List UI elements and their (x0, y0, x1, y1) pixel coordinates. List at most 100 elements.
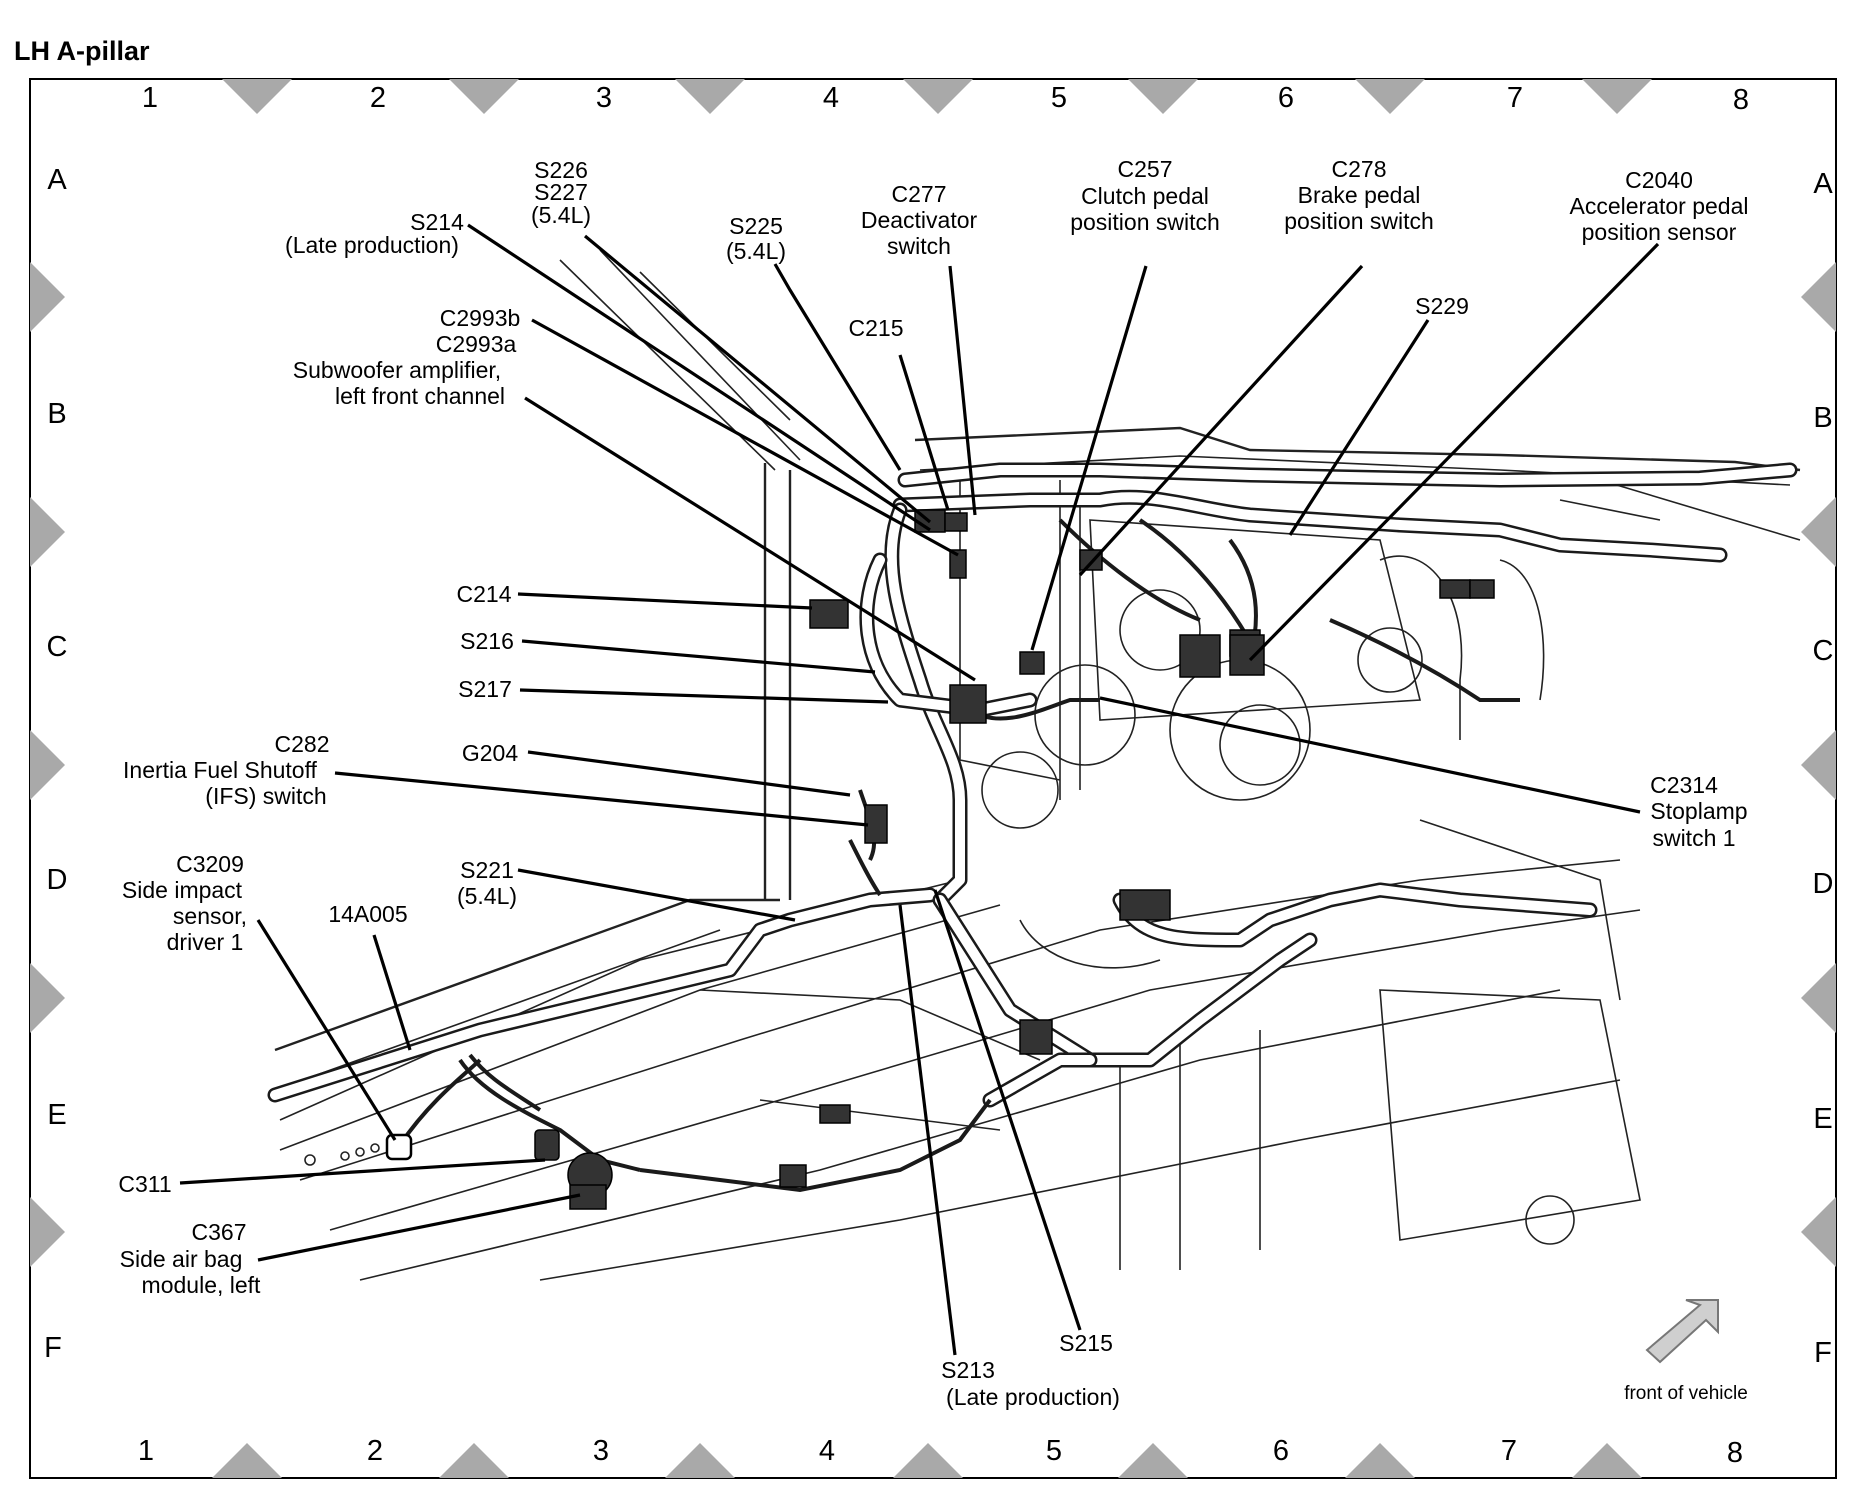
leader-s226 (583, 234, 932, 524)
col-label: 1 (138, 1435, 154, 1467)
col-label: 7 (1507, 82, 1523, 114)
vehicle-body-illustration (274, 249, 1801, 1281)
leader-s216 (521, 639, 876, 674)
leader-s215 (933, 889, 1082, 1331)
leader-s213 (898, 904, 957, 1356)
label-c282: C282 (275, 731, 330, 757)
grid-markers (30, 79, 1836, 1478)
label-g204: G204 (462, 740, 518, 766)
label-c278: C278 (1332, 156, 1387, 182)
page-title: LH A-pillar (14, 36, 150, 66)
label-s214-note: (Late production) (285, 232, 459, 258)
row-labels-left: A B C D E F (44, 164, 67, 1364)
col-label: 2 (367, 1435, 383, 1467)
label-c367: C367 (192, 1219, 247, 1245)
label-c214: C214 (457, 581, 512, 607)
row-label: D (47, 864, 68, 896)
row-label: C (47, 631, 68, 663)
column-labels-bottom: 1 2 3 4 5 6 7 8 (138, 1435, 1743, 1469)
label-c257: C257 (1118, 156, 1173, 182)
label-c3209: C3209 (176, 851, 244, 877)
label-c277: C277 (892, 181, 947, 207)
callout-labels: S226 S227 (5.4L) S214 (Late production) … (118, 156, 1748, 1410)
row-label: E (1813, 1103, 1832, 1135)
label-c367-desc2: module, left (142, 1272, 262, 1298)
row-label: A (1813, 168, 1833, 200)
label-s225-note: (5.4L) (726, 238, 786, 264)
col-label: 6 (1273, 1435, 1289, 1467)
leader-c215 (898, 354, 950, 511)
leader-c2993b (531, 318, 959, 557)
col-label: 1 (142, 82, 158, 114)
col-label: 5 (1046, 1435, 1062, 1467)
label-s213: S213 (941, 1357, 995, 1383)
leader-c2993a (524, 396, 976, 682)
label-c2040-desc2: position sensor (1582, 219, 1737, 245)
row-label: A (47, 164, 67, 196)
label-c215: C215 (849, 315, 904, 341)
col-label: 5 (1051, 82, 1067, 114)
leader-s221 (517, 868, 796, 922)
leader-c311 (179, 1158, 546, 1185)
label-c367-desc1: Side air bag (120, 1246, 243, 1272)
label-14a005: 14A005 (328, 901, 407, 927)
leader-c257 (1030, 265, 1148, 651)
leader-c214 (517, 592, 813, 610)
label-c2993a: C2993a (436, 331, 517, 357)
label-s221: S221 (460, 857, 514, 883)
leader-s229 (1288, 319, 1430, 536)
leader-s217 (519, 688, 889, 704)
col-label: 3 (593, 1435, 609, 1467)
label-s215: S215 (1059, 1330, 1113, 1356)
label-c282-desc1: Inertia Fuel Shutoff (123, 757, 318, 783)
row-label: F (44, 1332, 62, 1364)
label-c2314: C2314 (1650, 772, 1718, 798)
column-labels-top: 1 2 3 4 5 6 7 8 (142, 82, 1749, 116)
col-label: 6 (1278, 82, 1294, 114)
row-label: C (1813, 635, 1834, 667)
label-s225: S225 (729, 213, 783, 239)
label-c278-desc2: position switch (1284, 208, 1434, 234)
row-label: E (47, 1099, 66, 1131)
row-label: B (1813, 402, 1832, 434)
leader-s214 (467, 223, 931, 532)
label-c278-desc1: Brake pedal (1298, 182, 1421, 208)
label-c2993-desc1: Subwoofer amplifier, (293, 357, 501, 383)
col-label: 7 (1501, 1435, 1517, 1467)
leader-c367 (257, 1193, 581, 1262)
col-label: 8 (1733, 84, 1749, 116)
label-c257-desc2: position switch (1070, 209, 1220, 235)
leader-c278 (1078, 264, 1364, 577)
label-c311: C311 (118, 1171, 171, 1197)
leader-lines (179, 223, 1660, 1356)
front-of-vehicle-indicator: front of vehicle (1624, 1299, 1748, 1404)
leader-s225 (773, 263, 902, 471)
label-s227: S227 (534, 179, 588, 205)
leader-c277 (948, 265, 977, 516)
connectors (385, 509, 1495, 1210)
row-labels-right: A B C D E F (1813, 168, 1834, 1369)
label-c3209-desc2: sensor, (173, 903, 247, 929)
leader-14a005 (372, 934, 412, 1051)
label-s229: S229 (1415, 293, 1469, 319)
label-s226: S226 (534, 157, 588, 183)
label-c3209-desc3: driver 1 (167, 929, 244, 955)
label-c2993-desc2: left front channel (335, 383, 505, 409)
front-arrow-icon (1645, 1299, 1719, 1364)
front-of-vehicle-label: front of vehicle (1624, 1383, 1748, 1404)
row-label: B (47, 398, 66, 430)
label-c3209-desc1: Side impact (122, 877, 243, 903)
leader-c2040 (1248, 242, 1660, 662)
label-c2314-desc2: switch 1 (1652, 825, 1735, 851)
label-c282-desc2: (IFS) switch (205, 783, 326, 809)
label-c2314-desc1: Stoplamp (1650, 798, 1747, 824)
col-label: 2 (370, 82, 386, 114)
leader-g204 (527, 750, 851, 797)
col-label: 8 (1727, 1437, 1743, 1469)
leader-c282 (334, 771, 869, 827)
label-c2993b: C2993b (440, 305, 521, 331)
col-label: 3 (596, 82, 612, 114)
label-s216: S216 (460, 628, 514, 654)
label-c277-desc1: Deactivator (861, 207, 978, 233)
